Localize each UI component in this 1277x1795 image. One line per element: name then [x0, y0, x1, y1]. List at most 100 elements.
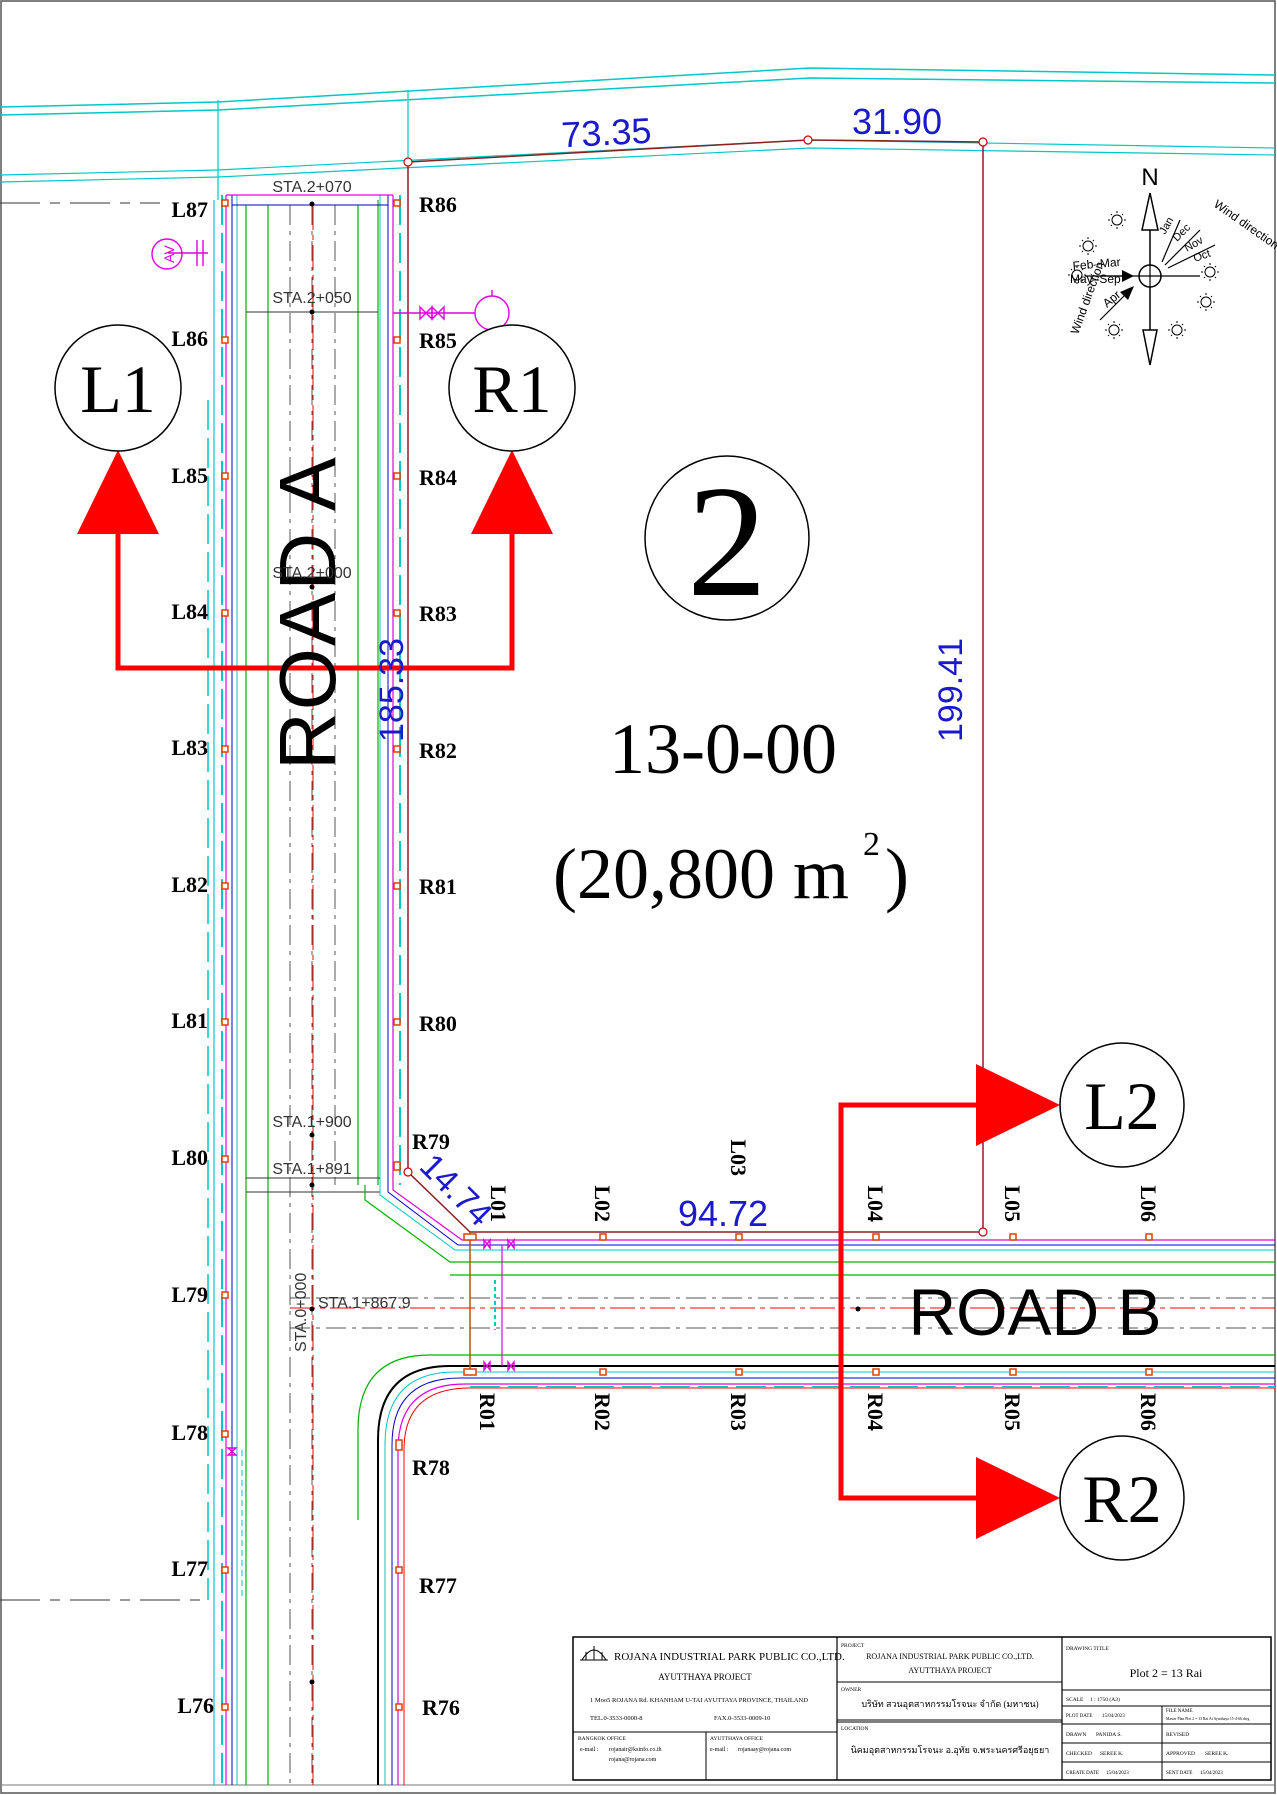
plot-area-sqm: (20,800 m [553, 834, 849, 914]
tb-fax: FAX.0-3533-0009-10 [714, 1715, 770, 1722]
month-feb-mar: Feb–Mar [1072, 255, 1121, 273]
sun-icons [1068, 211, 1219, 339]
station-ticks [309, 201, 861, 1685]
dim-left-side: 185.33 [373, 638, 411, 742]
tb-owner-label: OWNER [841, 1687, 861, 1693]
tb-sent-date-value: 15/04/2023 [1200, 1771, 1223, 1776]
tb-company: ROJANA INDUSTRIAL PARK PUBLIC CO.,LTD. [614, 1651, 845, 1663]
tb-project-label: PROJECT [841, 1643, 865, 1649]
dim-top-right: 31.90 [852, 101, 942, 142]
plot-area-sqm-close: ) [885, 834, 909, 914]
label-r85: R85 [419, 328, 457, 353]
tb-plot-date-label: PLOT DATE [1066, 1714, 1092, 1719]
road-b-label: ROAD B [908, 1275, 1161, 1349]
valve-symbols [168, 240, 515, 1456]
tb-bangkok-office: BANGKOK OFFICE [578, 1736, 626, 1742]
plot-area-rai: 13-0-00 [609, 709, 837, 789]
label-r84: R84 [419, 465, 457, 490]
dim-bottom: 94.72 [678, 1193, 768, 1234]
label-l87: L87 [171, 197, 208, 222]
left-pile-markers [221, 199, 229, 1711]
title-block [572, 1636, 1272, 1781]
av-icon: AV [151, 238, 183, 270]
label-r04: R04 [863, 1393, 888, 1431]
road-b-lines [290, 1185, 1275, 1785]
marker-r1: R1 [448, 324, 576, 452]
sta-2050: STA.2+050 [272, 290, 351, 307]
label-r03: R03 [726, 1393, 751, 1431]
north-arrow-icon [1141, 192, 1159, 231]
tb-create-date-value: 15/04/2023 [1106, 1771, 1129, 1776]
label-r80: R80 [419, 1011, 457, 1036]
section-arrow-l2-r2 [838, 1064, 1060, 1539]
label-l83: L83 [171, 735, 208, 760]
tb-location-value: นิคมอุตสาหกรรมโรจนะ อ.อุทัย จ.พระนครศรีอ… [851, 1745, 1050, 1756]
tb-bangkok-email-label: e-mail : [580, 1747, 599, 1753]
road-b-top-labels: L01 L02 L03 L04 L05 L06 [486, 1139, 1161, 1222]
label-r79: R79 [412, 1129, 450, 1154]
label-l86: L86 [171, 326, 208, 351]
tb-drawing-title-label: DRAWING TITLE [1066, 1646, 1109, 1652]
plot-number-badge: 2 [644, 452, 810, 630]
label-r77: R77 [419, 1573, 457, 1598]
tb-approved-label: APPROVED [1166, 1751, 1195, 1757]
section-arrow-l1-r1 [77, 450, 553, 671]
tb-location-label: LOCATION [841, 1726, 869, 1732]
label-l80: L80 [171, 1145, 208, 1170]
marker-r2-label: R2 [1082, 1461, 1161, 1537]
label-r02: R02 [590, 1393, 615, 1431]
label-l79: L79 [171, 1282, 208, 1307]
label-r81: R81 [419, 874, 457, 899]
label-l85: L85 [171, 463, 208, 488]
left-labels: L87 L86 L85 L84 L83 L82 L81 L80 L79 L78 … [171, 197, 214, 1718]
right-pile-markers [393, 199, 403, 1711]
road-b-pile-markers [463, 1233, 1153, 1376]
tb-project-name: AYUTTHAYA PROJECT [658, 1672, 752, 1682]
plot-number: 2 [687, 452, 767, 630]
label-l01: L01 [486, 1185, 511, 1222]
wind-direction-top: Wind direction [1211, 197, 1277, 252]
right-labels: R86 R85 R84 R83 R82 R81 R80 R79 R78 R77 … [412, 192, 460, 1720]
tb-ayutthaya-office: AYUTTHAYA OFFICE [710, 1736, 764, 1742]
tb-scale-value: 1 : 1750 (A3) [1090, 1696, 1120, 1703]
sta-2000: STA.2+000 [272, 565, 351, 582]
tb-ayutthaya-email: rojanaay@rojana.com [738, 1747, 791, 1753]
tb-project-sub: AYUTTHAYA PROJECT [908, 1666, 991, 1675]
tb-bangkok-email2: rojana@rojana.com [609, 1757, 657, 1763]
av-label: AV [161, 245, 177, 263]
tb-sent-date-label: SENT DATE [1166, 1771, 1192, 1776]
dim-top-left: 73.35 [560, 110, 652, 156]
label-l78: L78 [171, 1420, 208, 1445]
label-r86: R86 [419, 192, 457, 217]
north-label: N [1141, 164, 1158, 191]
label-l76: L76 [177, 1693, 214, 1718]
marker-l1-label: L1 [80, 351, 156, 427]
month-apr: Apr [1100, 288, 1123, 311]
company-logo-icon [580, 1646, 608, 1661]
month-may-sep: May–Sep [1070, 272, 1121, 286]
marker-l1: L1 [54, 324, 182, 452]
dim-right-side: 199.41 [932, 638, 970, 742]
marker-r1-label: R1 [472, 351, 551, 427]
tb-approved-value: SEREE K. [1205, 1751, 1229, 1757]
label-r83: R83 [419, 601, 457, 626]
road-a-lines [207, 194, 401, 1785]
label-r78: R78 [412, 1455, 450, 1480]
tb-checked-label: CHECKED [1066, 1751, 1092, 1757]
tb-create-date-label: CREATE DATE [1066, 1771, 1099, 1776]
plot-boundary [407, 139, 984, 1233]
boundary-vertices [403, 135, 988, 1237]
tb-address: 1 Moo5 ROJANA Rd. KHANHAM U-TAI AYUTTAYA… [590, 1697, 808, 1704]
tb-file-name-label: FILE NAME [1166, 1709, 1193, 1714]
sta-2070: STA.2+070 [272, 179, 351, 196]
sta-1900: STA.1+900 [272, 1114, 351, 1131]
label-r82: R82 [419, 738, 457, 763]
sta-1867: STA.1+867.9 [318, 1295, 411, 1312]
marker-l2-label: L2 [1084, 1068, 1160, 1144]
tb-drawn-label: DRAWN [1066, 1732, 1086, 1738]
marker-r2: R2 [1059, 1435, 1185, 1561]
label-r76: R76 [422, 1695, 460, 1720]
label-r06: R06 [1136, 1393, 1161, 1431]
